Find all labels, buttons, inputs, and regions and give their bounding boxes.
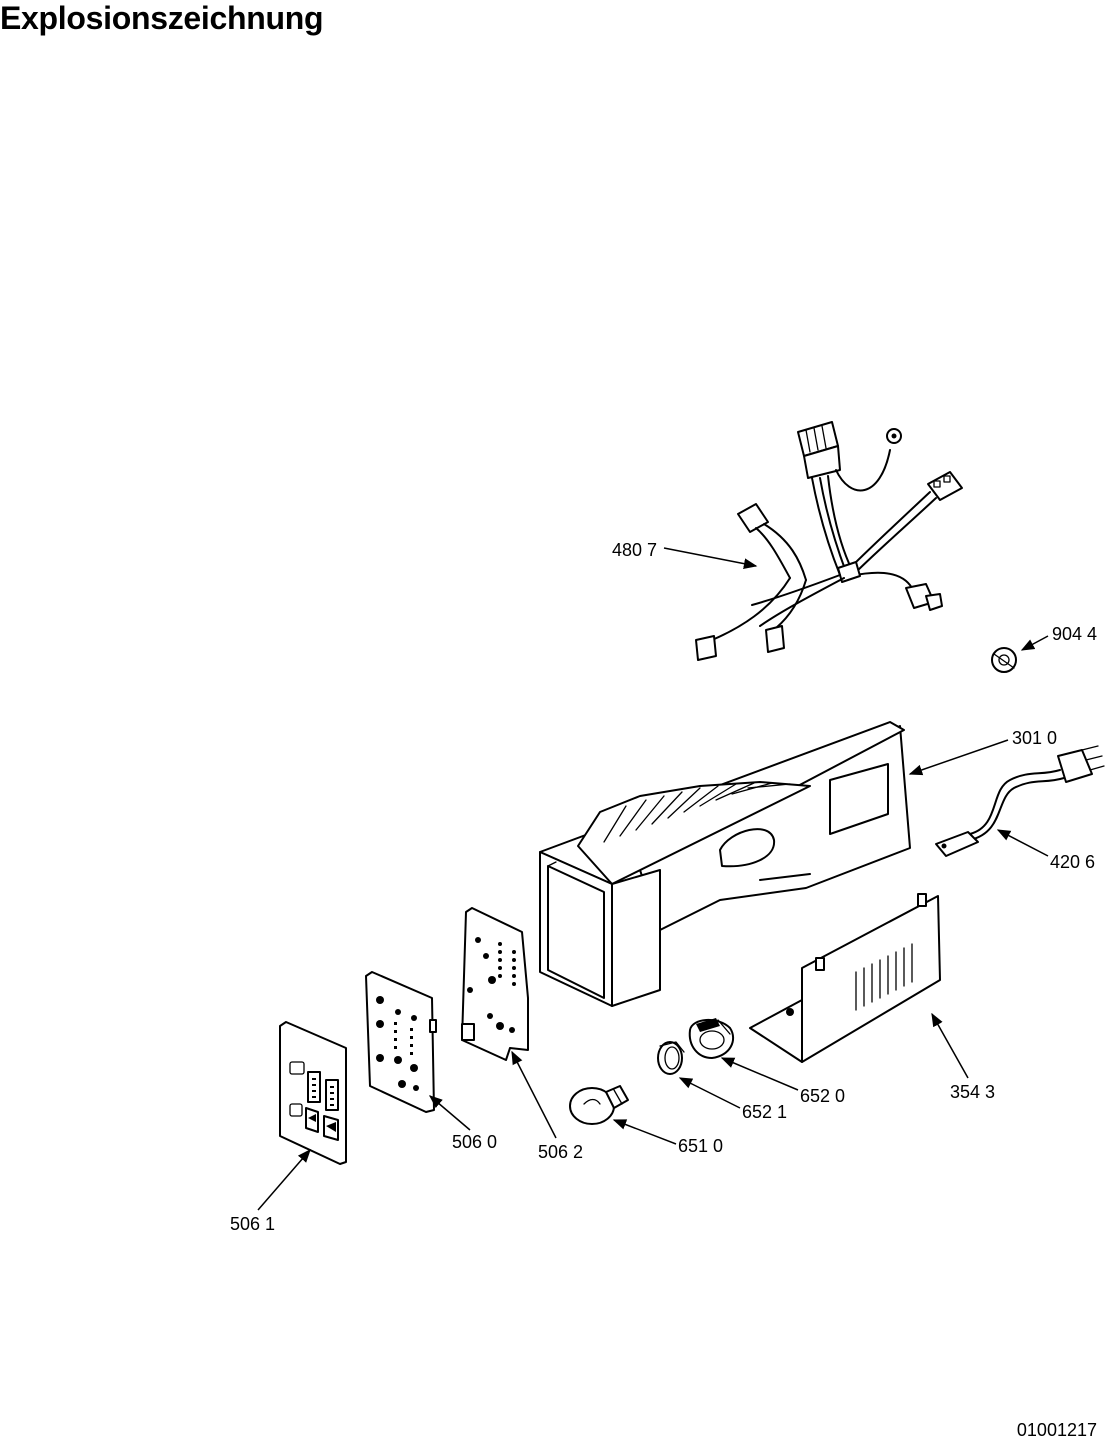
callout-506-0: 506 0 bbox=[452, 1132, 497, 1152]
callout-506-2: 506 2 bbox=[538, 1142, 583, 1162]
callout-652-1: 652 1 bbox=[742, 1102, 787, 1122]
pcb-front-part bbox=[365, 971, 437, 1113]
pcb-rear-part bbox=[461, 907, 529, 1061]
callout-506-1: 506 1 bbox=[230, 1214, 275, 1234]
leader-506-0 bbox=[428, 1095, 471, 1131]
drawing-number: 01001217 bbox=[1016, 1420, 1097, 1440]
sensor-cable-part bbox=[935, 745, 1105, 857]
housing-part bbox=[539, 721, 911, 1007]
callout-420-6: 420 6 bbox=[1050, 852, 1095, 872]
cover-plate-part bbox=[749, 893, 941, 1063]
fascia-label-part bbox=[279, 1021, 347, 1165]
leader-652-1 bbox=[678, 1077, 741, 1109]
callout-652-0: 652 0 bbox=[800, 1086, 845, 1106]
leader-651-0 bbox=[612, 1119, 677, 1145]
lamp-holder-part bbox=[688, 1018, 735, 1059]
callout-480-7: 480 7 bbox=[612, 540, 657, 560]
leader-301-0 bbox=[908, 739, 1009, 776]
callout-651-0: 651 0 bbox=[678, 1136, 723, 1156]
callout-904-4: 904 4 bbox=[1052, 624, 1097, 644]
clip-part bbox=[991, 647, 1017, 673]
lamp-ring-part bbox=[657, 1041, 685, 1075]
leader-506-2 bbox=[511, 1050, 557, 1139]
callout-301-0: 301 0 bbox=[1012, 728, 1057, 748]
leader-480-7 bbox=[663, 547, 758, 569]
wire-harness-part bbox=[695, 421, 963, 661]
leader-506-1 bbox=[257, 1148, 311, 1211]
page-title: Explosionszeichnung bbox=[0, 0, 324, 36]
leader-904-4 bbox=[1020, 635, 1049, 651]
leader-420-6 bbox=[996, 829, 1049, 857]
bulb-part bbox=[569, 1085, 629, 1125]
leader-652-0 bbox=[720, 1057, 799, 1091]
leader-354-3 bbox=[931, 1012, 969, 1079]
callout-354-3: 354 3 bbox=[950, 1082, 995, 1102]
